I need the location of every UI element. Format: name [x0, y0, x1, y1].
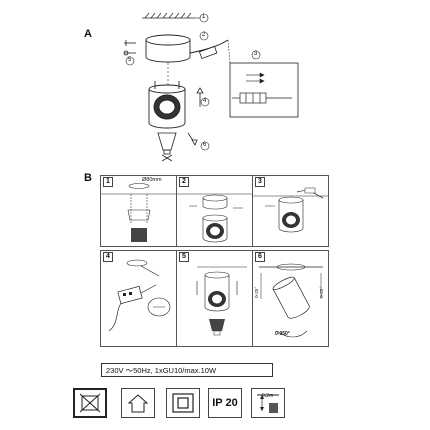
twist-arrow [187, 132, 198, 146]
callout-3: 3 [254, 51, 258, 57]
electrical-spec: 230V ～50Hz, 1xGU10/max.10W [101, 363, 273, 377]
push-arrow [196, 87, 204, 107]
terminal-block [232, 92, 292, 104]
section-a-label: A [84, 28, 92, 40]
panel-4-number: 4 [103, 252, 113, 262]
section-a-diagram [123, 12, 299, 162]
min-distance-value: 0,2m [262, 393, 274, 399]
ceiling-hatch [142, 12, 195, 19]
panel-6-drawing [259, 263, 323, 338]
cutout-drawing [101, 183, 176, 242]
class-ii-icon [166, 388, 200, 418]
panel-1: 1 Ø80mm [100, 175, 177, 247]
light-body [148, 81, 186, 129]
panel-5: 5 [176, 250, 253, 347]
panel-1-number: 1 [103, 177, 113, 187]
mounting-ring [145, 34, 191, 63]
wiring-detail-box [229, 62, 299, 118]
panel-6: 6 0-350° 0-25° 0-25° [252, 250, 329, 347]
callout-2: 2 [202, 32, 206, 38]
no-insulation-cover-icon [73, 388, 107, 418]
rotation-range: 0-350° [275, 331, 290, 337]
gu10-bulb [157, 132, 177, 162]
callout-1: 1 [202, 14, 206, 20]
tilt-range-left: 0-25° [254, 287, 259, 298]
panel-5-number: 5 [179, 252, 189, 262]
callout-5: 5 [128, 57, 132, 63]
panel-4: 4 [100, 250, 177, 347]
panel-6-number: 6 [255, 252, 265, 262]
house-symbol [127, 394, 149, 413]
screw-left-2 [123, 50, 136, 56]
callout-markers [125, 13, 261, 151]
panel-2-number: 2 [179, 177, 189, 187]
min-distance-icon: 0,2m [251, 388, 285, 418]
indoor-use-icon [121, 388, 155, 418]
no-insulation-cover-symbol [79, 393, 101, 413]
distance-symbol [257, 394, 279, 413]
callout-6: 6 [203, 142, 207, 148]
callout-4: 4 [203, 98, 207, 104]
panel-2: 2 [176, 175, 253, 247]
cutout-dimension: Ø80mm [142, 177, 162, 183]
tilt-range-right: 0-25° [319, 287, 324, 298]
screw-left [124, 40, 136, 46]
ip-rating-icon: IP 20 [208, 388, 242, 418]
panel-3: 3 [252, 175, 329, 247]
connector-block [198, 45, 218, 60]
panel-3-number: 3 [255, 177, 265, 187]
panel-2-drawing [177, 193, 252, 243]
panel-5-drawing [196, 266, 247, 336]
panel-3-drawing [253, 187, 328, 233]
double-square-symbol [172, 393, 194, 413]
panel-4-drawing [108, 259, 171, 332]
section-b-label: B [84, 172, 92, 184]
wire-arrows [246, 72, 265, 84]
